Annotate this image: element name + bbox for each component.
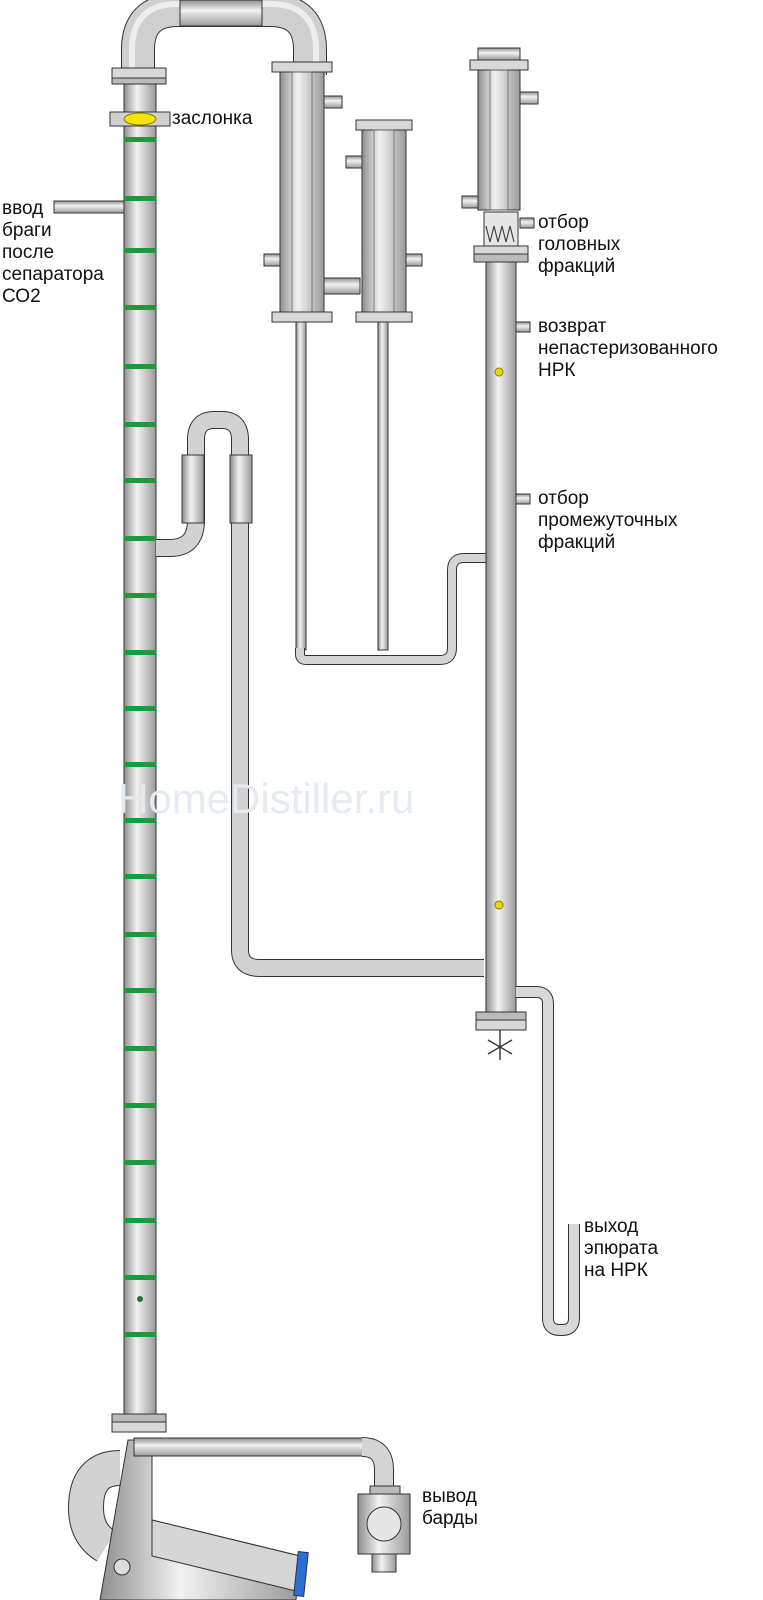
stillage-section xyxy=(67,1437,411,1600)
column-trays xyxy=(124,137,156,1337)
mash-column-body xyxy=(123,83,157,1415)
mash-input-nozzle xyxy=(53,200,125,214)
damper xyxy=(123,112,157,126)
dephlegmator-link xyxy=(323,277,361,295)
hrk-column-body xyxy=(485,261,517,1013)
label-intermediate-takeoff: отбор промежуточных фракций xyxy=(538,488,678,553)
reflux-pipe xyxy=(295,553,486,665)
label-damper: заслонка xyxy=(172,108,253,129)
column-sensor xyxy=(137,1296,143,1302)
dephlegmator-2 xyxy=(345,119,423,651)
label-unpasteurized-return: возврат непастеризованного НРК xyxy=(538,316,718,381)
stillage-nozzle-blue xyxy=(293,1551,309,1597)
hrk-column xyxy=(461,47,539,1060)
dephlegmator-1 xyxy=(263,61,343,651)
mash-column xyxy=(53,0,327,1433)
hrk-sensor-top xyxy=(494,367,504,377)
vapor-transfer-pipe xyxy=(156,411,484,977)
label-stillage-output: вывод барды xyxy=(422,1486,478,1529)
label-mash-input: ввод браги после сепаратора СО2 xyxy=(2,198,104,307)
label-epurate-output: выход эпюрата на НРК xyxy=(584,1216,659,1281)
watermark: HomeDistiller.ru xyxy=(118,775,415,822)
top-pipe-sleeve xyxy=(179,0,263,27)
label-heads-takeoff: отбор головных фракций xyxy=(538,212,621,277)
hrk-sensor-bottom xyxy=(494,900,504,910)
